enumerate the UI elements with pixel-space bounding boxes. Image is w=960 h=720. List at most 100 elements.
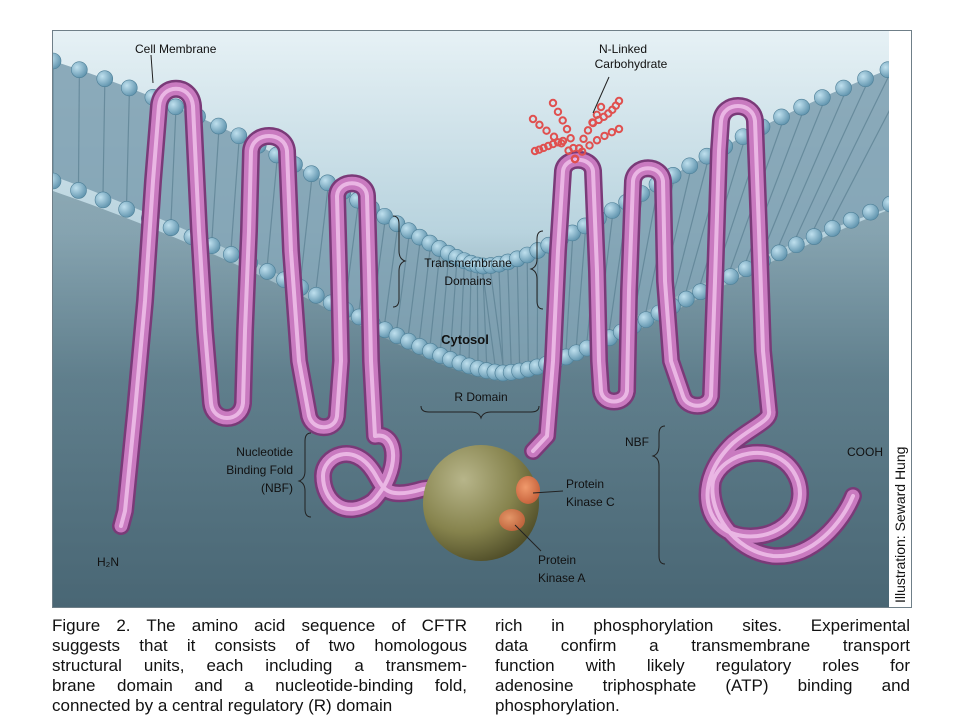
sugar-unit xyxy=(577,147,587,156)
lipid-head xyxy=(71,61,88,79)
brackets xyxy=(150,54,666,565)
lipid-tails-region xyxy=(53,61,911,371)
pka-label-line2: Kinase A xyxy=(538,571,585,585)
pkc-label-line1: Protein xyxy=(566,477,604,491)
figure-caption: Figure 2. The amino acid sequence of CFT… xyxy=(52,616,910,716)
pkc-pointer xyxy=(532,490,564,494)
lipid-head xyxy=(814,89,831,106)
n-terminus-label: H₂N xyxy=(97,555,119,569)
sugar-unit xyxy=(583,126,593,135)
nbf-right-label: NBF xyxy=(625,435,649,449)
tm-bracket-right xyxy=(529,230,544,310)
cell-membrane-label: Cell Membrane xyxy=(135,42,217,56)
lipid-head xyxy=(603,202,621,219)
lipid-head xyxy=(842,211,860,229)
transmembrane-label: Transmembrane xyxy=(424,256,512,270)
lipid-head xyxy=(222,246,240,263)
lipid-head xyxy=(857,70,874,88)
lipid-head xyxy=(376,207,393,225)
lipid-head xyxy=(303,165,320,182)
sugar-unit xyxy=(592,136,602,145)
nbf-left-label-line2: Binding Fold xyxy=(226,463,293,477)
domains-label: Domains xyxy=(444,274,491,288)
sugar-unit xyxy=(539,143,548,153)
cftr-diagram: Cell Membrane N-Linked Carbohydrate Tran… xyxy=(53,31,911,607)
caption-line: structural units, each including a trans… xyxy=(52,656,467,675)
sugar-unit xyxy=(570,154,580,164)
lipid-head xyxy=(677,290,695,308)
nbf-left-bracket xyxy=(297,432,312,518)
sugar-unit xyxy=(596,102,606,112)
sugar-unit xyxy=(553,107,563,117)
sugar-unit xyxy=(558,116,567,125)
tm-bracket-left xyxy=(392,215,407,308)
lipid-head xyxy=(167,98,184,116)
sugar-unit xyxy=(535,120,544,130)
caption-line: suggests that it consists of two homolog… xyxy=(52,636,467,655)
credit-strip xyxy=(889,31,911,607)
sugar-unit xyxy=(579,134,588,144)
n-linked-carbohydrate xyxy=(528,96,624,164)
pka-pointer xyxy=(514,524,542,552)
lipid-head xyxy=(162,219,180,237)
lipid-head xyxy=(793,98,810,116)
c-terminus-label: COOH xyxy=(847,445,883,459)
lipid-head xyxy=(96,70,114,87)
lipid-head xyxy=(788,236,805,254)
caption-line: phosphorylation. xyxy=(495,696,620,715)
sugar-unit xyxy=(534,145,544,154)
sugar-unit xyxy=(548,98,558,108)
lipid-head xyxy=(805,228,823,245)
caption-line: Figure 2. The amino acid sequence of CFT… xyxy=(52,616,467,635)
protein-kinase-c-site xyxy=(516,476,540,504)
sugar-unit xyxy=(607,127,617,137)
r-domain-bracket xyxy=(420,405,540,420)
sugar-unit xyxy=(600,131,609,141)
caption-line: data confirm a transmembrane transport xyxy=(495,636,910,655)
cytosol-label: Cytosol xyxy=(441,332,489,347)
lipid-head xyxy=(862,203,879,221)
sugar-unit xyxy=(585,141,594,150)
lipid-head xyxy=(824,220,841,237)
r-domain-sphere xyxy=(423,445,539,561)
lipid-head xyxy=(118,200,135,218)
caption-left-column: Figure 2. The amino acid sequence of CFT… xyxy=(52,616,467,716)
sugar-unit xyxy=(558,136,568,146)
lipid-head xyxy=(835,79,852,97)
sugar-unit xyxy=(528,114,538,124)
caption-right-column: rich in phosphorylation sites. Experimen… xyxy=(495,616,910,716)
n-linked-label: N-Linked xyxy=(599,42,647,56)
nbf-left-label-line1: Nucleotide xyxy=(236,445,293,459)
cell-membrane-pointer xyxy=(150,54,154,84)
sugar-unit xyxy=(542,126,551,135)
lipid-head xyxy=(120,79,138,97)
lipid-head xyxy=(70,182,87,199)
lipid-head xyxy=(259,263,276,280)
sugar-unit xyxy=(562,124,572,134)
caption-line: connected by a central regulatory (R) do… xyxy=(52,696,393,715)
sugar-unit xyxy=(614,96,624,106)
cftr-figure: Cell Membrane N-Linked Carbohydrate Tran… xyxy=(52,30,912,608)
caption-line: rich in phosphorylation sites. Experimen… xyxy=(495,616,910,635)
lipid-head xyxy=(94,191,112,209)
lipid-head xyxy=(230,127,248,145)
caption-line: brane domain and a nucleotide-binding fo… xyxy=(52,676,467,695)
caption-line: function with likely regulatory roles fo… xyxy=(495,656,910,675)
protein-kinase-a-site xyxy=(499,509,525,531)
lipid-head xyxy=(773,108,790,126)
lipid-head xyxy=(53,52,62,70)
nbf-left-label-line3: (NBF) xyxy=(261,481,293,495)
lipid-head xyxy=(53,172,62,190)
lipid-head xyxy=(210,117,227,135)
lipid-head xyxy=(770,244,788,262)
cytosol-region xyxy=(53,191,911,607)
illustration-credit: Illustration: Seward Hung xyxy=(892,447,908,603)
nbf-right-bracket xyxy=(651,425,666,565)
lipid-head xyxy=(307,287,325,304)
sugar-unit xyxy=(530,146,540,156)
r-domain-label: R Domain xyxy=(454,390,507,404)
lipid-head xyxy=(681,157,699,175)
pka-label-line1: Protein xyxy=(538,553,576,567)
carbohydrate-pointer xyxy=(592,76,610,114)
sugar-unit xyxy=(566,134,575,143)
